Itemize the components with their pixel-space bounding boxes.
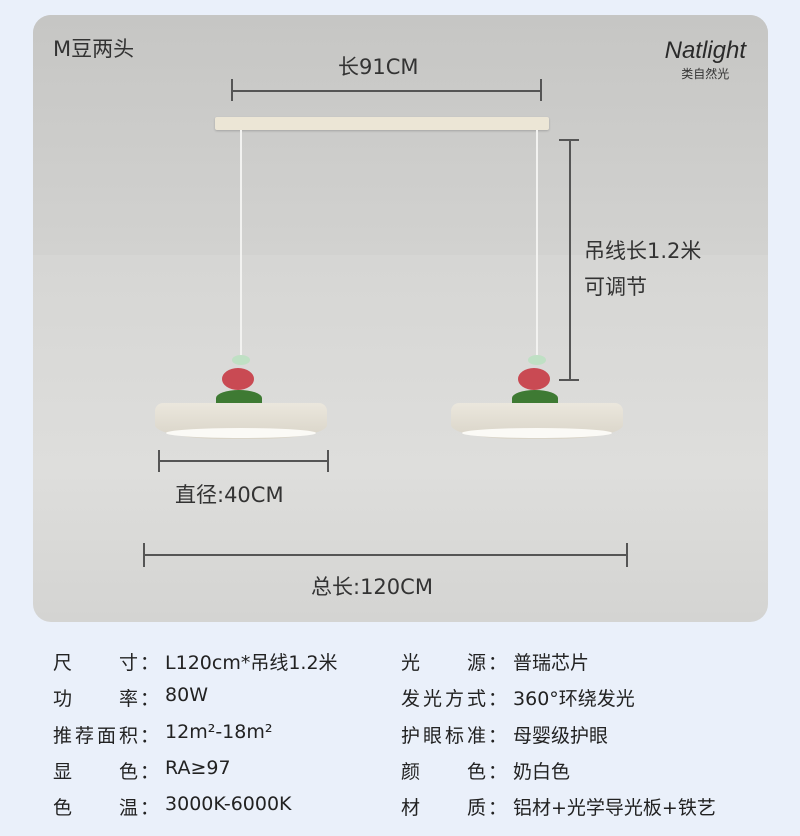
lamp-glow bbox=[166, 428, 316, 438]
spec-key: 光源 bbox=[401, 652, 486, 674]
colon: ： bbox=[488, 761, 508, 783]
spec-key: 显色 bbox=[53, 761, 138, 783]
tick bbox=[143, 543, 145, 567]
tick bbox=[559, 139, 579, 141]
dim-top-label: 长91CM bbox=[338, 55, 419, 79]
spec-row: 材质：铝材+光学导光板+铁艺 bbox=[401, 793, 716, 820]
product-image-panel: M豆两头 Natlight 类自然光 长91CM 吊线长1.2米 可调节 直径:… bbox=[33, 15, 768, 622]
lamp-stone bbox=[518, 368, 550, 390]
tick bbox=[540, 79, 542, 101]
logo-brand: Natlight bbox=[664, 37, 746, 64]
spec-key: 颜色 bbox=[401, 761, 486, 783]
spec-key: 护眼标准 bbox=[401, 725, 486, 747]
lamp-glow bbox=[462, 428, 612, 438]
lamp-stone bbox=[512, 390, 558, 406]
wire bbox=[536, 130, 538, 360]
spec-row: 显色：RA≥97 bbox=[53, 757, 231, 784]
colon: ： bbox=[488, 797, 508, 819]
colon: ： bbox=[488, 725, 508, 747]
spec-value: 母婴级护眼 bbox=[513, 725, 609, 747]
spec-key: 发光方式 bbox=[401, 688, 486, 710]
spec-key: 尺寸 bbox=[53, 652, 138, 674]
spec-row: 色温：3000K-6000K bbox=[53, 793, 292, 820]
tick bbox=[559, 379, 579, 381]
dim-wire-label: 吊线长1.2米 bbox=[584, 239, 702, 263]
dim-top-line bbox=[232, 90, 542, 92]
spec-key: 色温 bbox=[53, 797, 138, 819]
spec-value: 普瑞芯片 bbox=[513, 652, 590, 674]
product-title: M豆两头 bbox=[53, 37, 135, 61]
colon: ： bbox=[140, 725, 160, 747]
tick bbox=[158, 450, 160, 472]
spec-value: L120cm*吊线1.2米 bbox=[165, 652, 338, 674]
dim-diameter-line bbox=[159, 460, 329, 462]
brand-logo: Natlight 类自然光 bbox=[665, 37, 746, 82]
spec-row: 护眼标准：母婴级护眼 bbox=[401, 721, 608, 748]
ceiling-bar bbox=[215, 117, 549, 130]
spec-value: 3000K-6000K bbox=[165, 793, 292, 815]
lamp-stone bbox=[222, 368, 254, 390]
spec-row: 光源：普瑞芯片 bbox=[401, 648, 589, 675]
ceiling bbox=[33, 15, 768, 255]
colon: ： bbox=[140, 761, 160, 783]
dim-total-label: 总长:120CM bbox=[311, 575, 433, 599]
tick bbox=[327, 450, 329, 472]
logo-sub: 类自然光 bbox=[681, 67, 730, 81]
spec-value: RA≥97 bbox=[165, 757, 231, 779]
spec-row: 尺寸：L120cm*吊线1.2米 bbox=[53, 648, 338, 675]
tick bbox=[231, 79, 233, 101]
spec-row: 发光方式：360°环绕发光 bbox=[401, 684, 635, 711]
dim-wire-line bbox=[569, 139, 571, 381]
dim-total-line bbox=[144, 554, 628, 556]
colon: ： bbox=[140, 652, 160, 674]
colon: ： bbox=[140, 688, 160, 710]
dim-diameter-label: 直径:40CM bbox=[175, 483, 284, 507]
dim-wire-note: 可调节 bbox=[584, 275, 647, 299]
spec-key: 推荐面积 bbox=[53, 725, 138, 747]
spec-row: 功率：80W bbox=[53, 684, 208, 711]
spec-key: 功率 bbox=[53, 688, 138, 710]
spec-value: 80W bbox=[165, 684, 208, 706]
tick bbox=[626, 543, 628, 567]
colon: ： bbox=[488, 688, 508, 710]
spec-value: 360°环绕发光 bbox=[513, 688, 635, 710]
lamp-stone bbox=[528, 355, 546, 365]
spec-row: 推荐面积：12m²-18m² bbox=[53, 721, 272, 748]
spec-value: 12m²-18m² bbox=[165, 721, 273, 743]
colon: ： bbox=[140, 797, 160, 819]
spec-key: 材质 bbox=[401, 797, 486, 819]
spec-value: 铝材+光学导光板+铁艺 bbox=[513, 797, 716, 819]
lamp-stone bbox=[232, 355, 250, 365]
wire bbox=[240, 130, 242, 360]
spec-row: 颜色：奶白色 bbox=[401, 757, 570, 784]
spec-value: 奶白色 bbox=[513, 761, 571, 783]
colon: ： bbox=[488, 652, 508, 674]
lamp-stone bbox=[216, 390, 262, 406]
